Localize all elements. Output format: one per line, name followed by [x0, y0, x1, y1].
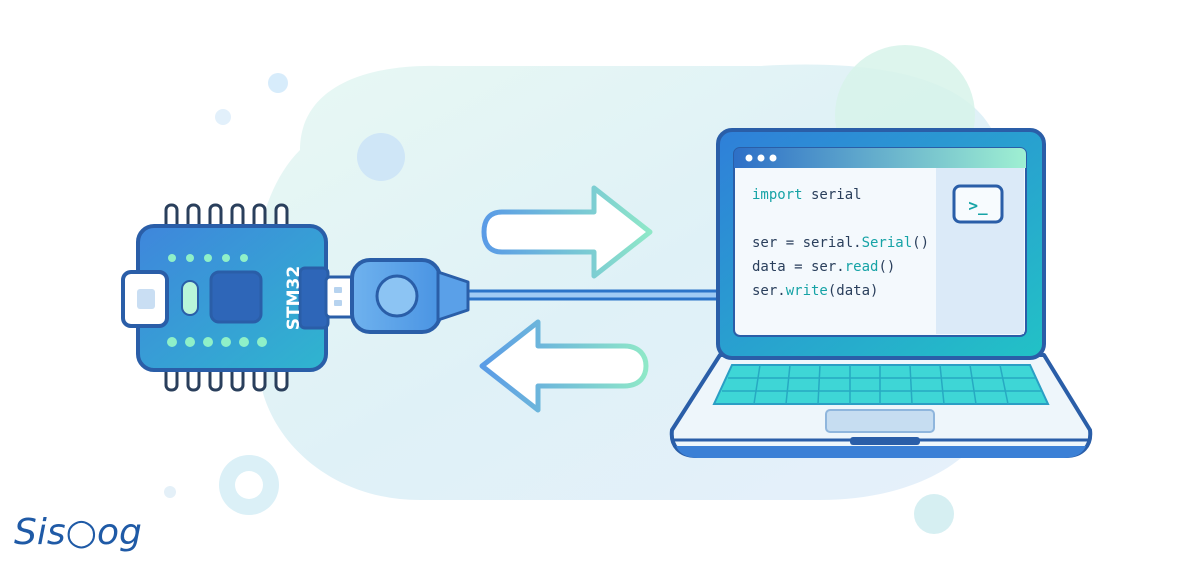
- board-side-connector: [298, 266, 330, 330]
- code-line: ser.write(data): [752, 283, 878, 299]
- code-token: ser = serial.: [752, 235, 862, 251]
- arrow-to-board: [479, 319, 649, 413]
- terminal-icon-glyph: >_: [968, 196, 988, 215]
- code-token: write: [786, 283, 828, 299]
- decorative-dots: [164, 73, 954, 534]
- code-token: ser.: [752, 283, 786, 299]
- code-token: import: [752, 187, 803, 203]
- code-token: Serial: [862, 235, 913, 251]
- code-line: import serial: [752, 187, 862, 203]
- board-led-row-bottom: [167, 337, 267, 347]
- laptop-keyboard: [712, 364, 1050, 405]
- code-token: serial: [803, 187, 862, 203]
- stm32-board: STM32: [121, 203, 330, 392]
- window-controls: [745, 154, 777, 162]
- board-chip: [209, 270, 263, 324]
- code-line: data = ser.read(): [752, 259, 895, 275]
- arrow-to-laptop: [481, 185, 653, 279]
- code-line: ser = serial.Serial(): [752, 235, 929, 251]
- code-token: read: [845, 259, 879, 275]
- board-status-led: [181, 280, 199, 316]
- board-led-row-top: [168, 254, 248, 262]
- usb-plug: [324, 258, 470, 334]
- code-token: (): [878, 259, 895, 275]
- board-label: STM32: [284, 266, 304, 330]
- code-token: (data): [828, 283, 879, 299]
- code-token: data = ser.: [752, 259, 845, 275]
- brand-logo-text: Sis○og: [14, 512, 142, 553]
- terminal-icon: >_: [952, 184, 1004, 224]
- code-token: (): [912, 235, 929, 251]
- laptop-touchpad: [825, 409, 935, 433]
